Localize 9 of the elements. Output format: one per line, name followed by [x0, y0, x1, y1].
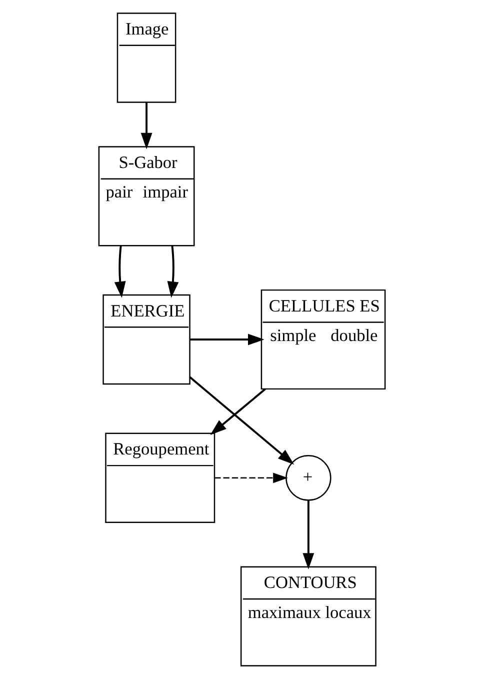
arrow [140, 102, 152, 150]
arrow [167, 246, 179, 298]
arrow [114, 246, 126, 298]
arrow [214, 472, 288, 484]
arrow [210, 388, 266, 435]
arrow [189, 376, 294, 465]
arrow [302, 500, 314, 570]
node-circle: + [286, 455, 332, 501]
arrow [190, 334, 264, 346]
